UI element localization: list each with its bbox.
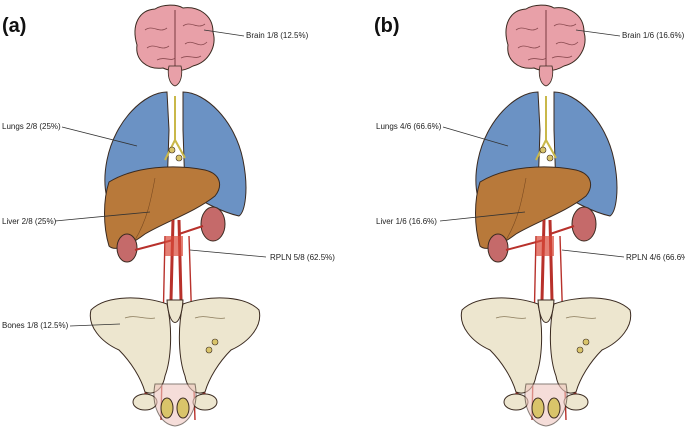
panel-b-rpln-label: RPLN 4/6 (66.6%) bbox=[626, 253, 685, 262]
panel-b-brain-leader bbox=[575, 29, 621, 37]
panel-b-anatomy bbox=[459, 3, 633, 428]
panel-b-lungs-leader bbox=[442, 126, 509, 147]
panel-b-rpln-leader bbox=[561, 249, 625, 258]
panel-a-bones-leader bbox=[69, 323, 121, 327]
panel-a-brain-leader bbox=[203, 29, 245, 37]
panel-a: (a) Brain 1/8 (12.5%) Lungs 2/8 (25%) Li… bbox=[2, 3, 335, 428]
panel-b-liver-leader bbox=[439, 211, 526, 222]
panel-a-lungs-label: Lungs 2/8 (25%) bbox=[2, 122, 61, 131]
panel-a-brain-label: Brain 1/8 (12.5%) bbox=[246, 31, 309, 40]
panel-b-liver-label: Liver 1/6 (16.6%) bbox=[376, 217, 437, 226]
panel-a-rpln-label: RPLN 5/8 (62.5%) bbox=[270, 253, 335, 262]
panel-b-letter: (b) bbox=[374, 15, 400, 37]
panel-a-rpln-leader bbox=[189, 249, 267, 258]
panel-a-letter: (a) bbox=[2, 15, 26, 37]
panel-b-brain-label: Brain 1/6 (16.6%) bbox=[622, 31, 685, 40]
panel-a-bones-label: Bones 1/8 (12.5%) bbox=[2, 321, 69, 330]
panel-b: (b) Brain 1/6 (16.6%) Lungs 4/6 (66.6%) … bbox=[374, 3, 685, 428]
panel-a-liver-leader bbox=[54, 211, 151, 222]
panel-a-liver-label: Liver 2/8 (25%) bbox=[2, 217, 57, 226]
panel-a-lungs-leader bbox=[61, 126, 138, 147]
panel-b-lungs-label: Lungs 4/6 (66.6%) bbox=[376, 122, 442, 131]
